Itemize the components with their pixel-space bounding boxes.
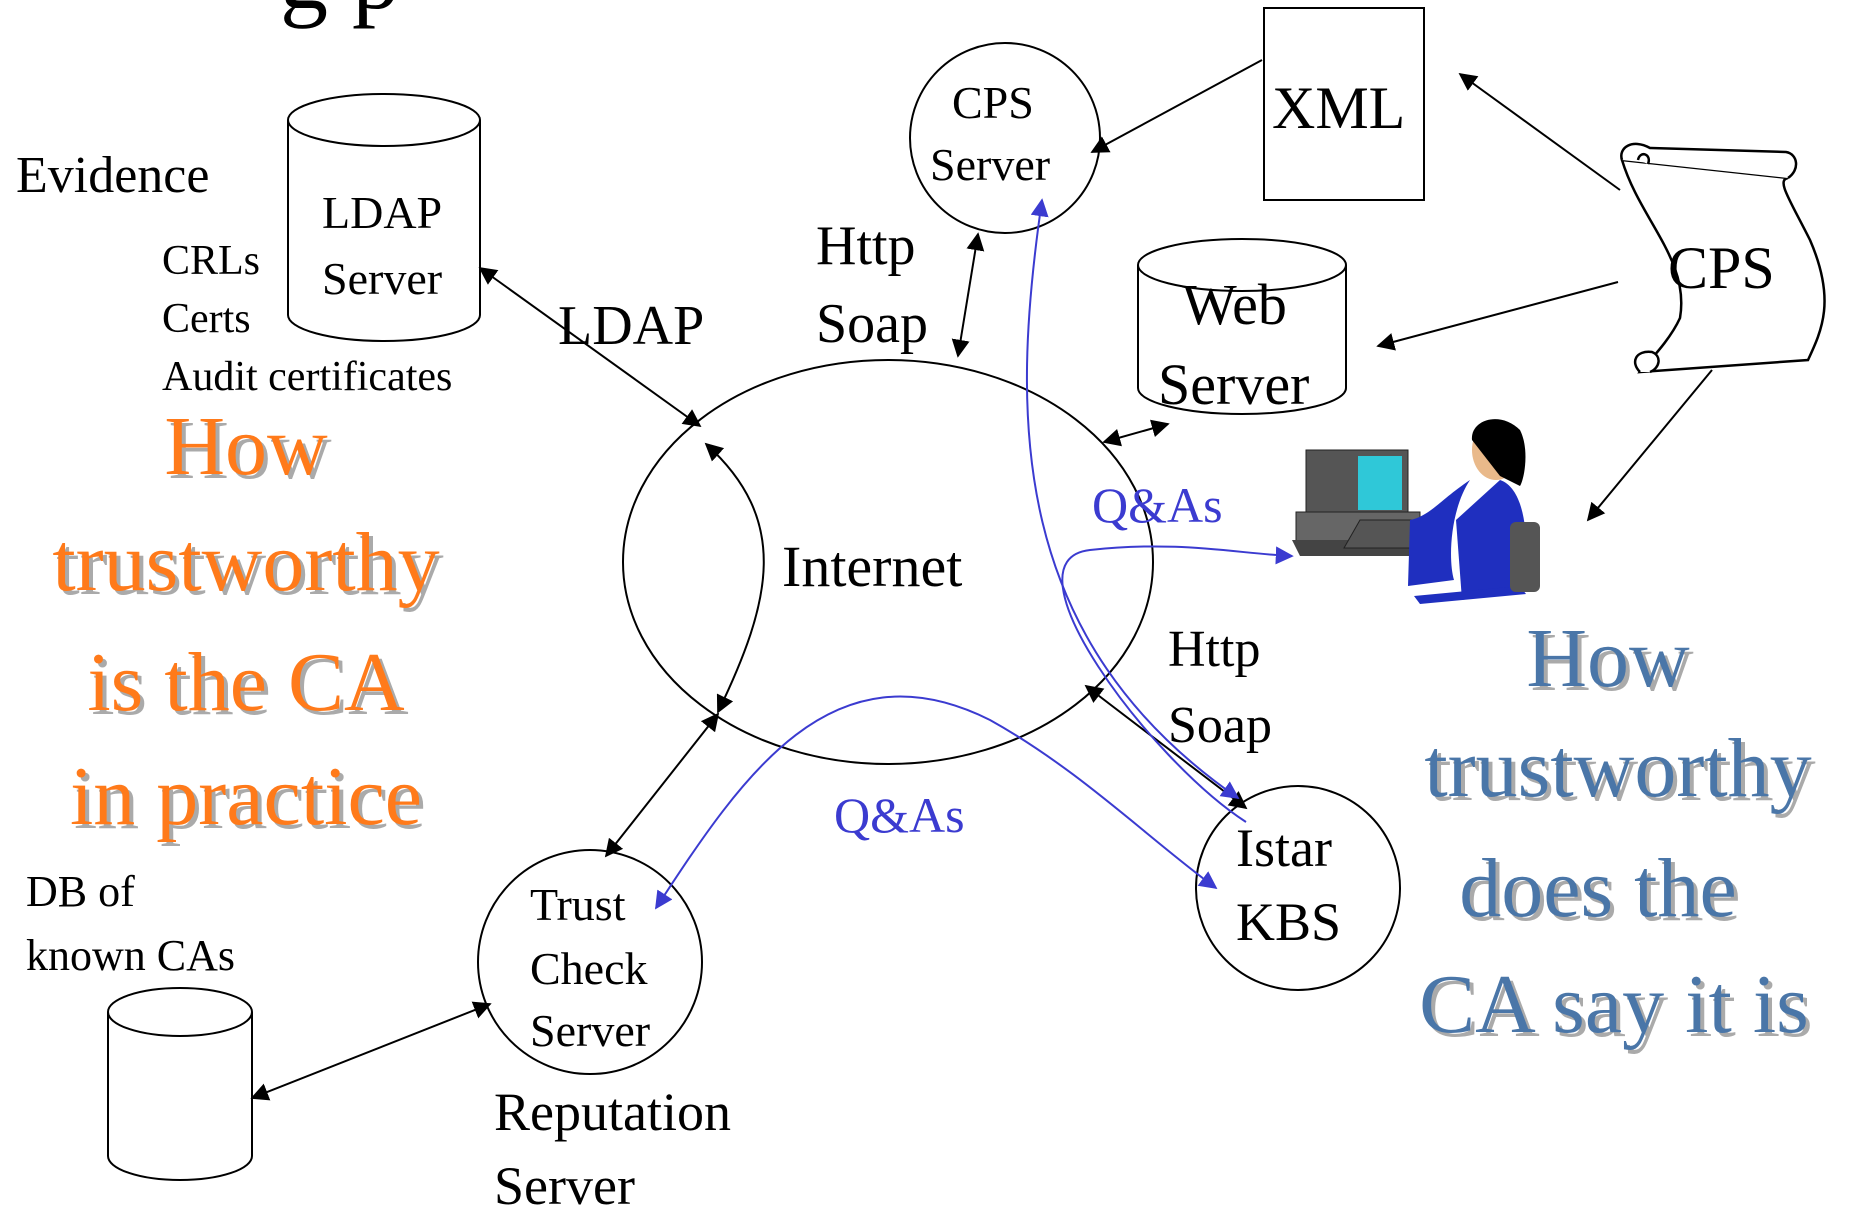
ldap-server-cylinder — [287, 93, 481, 342]
http-right-label: Http — [1168, 621, 1260, 678]
user-workstation-icon — [1292, 419, 1540, 604]
crls-label: CRLs — [162, 238, 260, 284]
ldap-server-label-2: Server — [322, 253, 442, 304]
trust-label: Trust — [530, 879, 626, 930]
check-label: Check — [530, 943, 648, 994]
xml-label: XML — [1272, 75, 1405, 141]
xml-document — [1263, 7, 1425, 201]
left-question-line-1: How — [164, 400, 328, 493]
webserver-internet-arrow — [1102, 419, 1170, 447]
internet-loop-arrow — [704, 442, 765, 714]
audit-certificates-label: Audit certificates — [162, 354, 452, 400]
right-question-line-3: does the — [1459, 842, 1737, 935]
left-question-line-4: in practice — [70, 750, 422, 843]
internet-trustcheck-arrow — [604, 712, 720, 858]
cps-webserver-arrow — [1376, 281, 1619, 351]
qa-bottom-label: Q&As — [834, 787, 965, 843]
internet-label: Internet — [782, 534, 962, 599]
cps-xml-arrow — [1458, 72, 1621, 191]
cps-server-label-2: Server — [930, 139, 1050, 190]
qa-right-label: Q&As — [1092, 477, 1223, 533]
soap-top-label: Soap — [816, 293, 928, 355]
known-cas-db-cylinder — [107, 987, 253, 1181]
svg-text:in practice: in practice — [74, 754, 426, 847]
svg-text:trustworthy: trustworthy — [1428, 726, 1815, 819]
svg-text:is the CA: is the CA — [91, 640, 409, 733]
web-server-label-1: Web — [1182, 272, 1287, 337]
right-question-line-4: CA say it is — [1419, 958, 1809, 1051]
blue-qa-paths — [655, 198, 1294, 910]
title-fragment: g p — [280, 0, 400, 29]
ldap-server-label-1: LDAP — [322, 187, 442, 238]
trust-check-server-node — [477, 849, 703, 1075]
svg-text:How: How — [168, 404, 332, 497]
istar-label: Istar — [1236, 818, 1332, 878]
cps-label: CPS — [1668, 235, 1775, 301]
ldap-protocol-label: LDAP — [558, 295, 704, 357]
reputation-server-label: Server — [494, 1156, 635, 1210]
cps-server-label-1: CPS — [952, 77, 1034, 128]
istar-to-user-path — [1061, 545, 1294, 823]
right-question-line-1: How — [1526, 612, 1690, 705]
cps-server-node — [909, 42, 1101, 234]
istar-kbs-node — [1195, 785, 1401, 991]
certs-label: Certs — [162, 296, 251, 342]
trustcheck-to-istar-path — [655, 695, 1218, 910]
cps-user-arrow — [1586, 369, 1713, 522]
svg-text:does the: does the — [1463, 846, 1741, 939]
cps-scroll — [1620, 142, 1826, 374]
right-question-line-2: trustworthy — [1424, 722, 1811, 815]
cps-server-to-istar-path — [1025, 198, 1240, 800]
right-question: How trustworthy does the CA say it is Ho… — [1419, 612, 1816, 1055]
http-top-label: Http — [816, 215, 916, 277]
svg-text:How: How — [1530, 616, 1694, 709]
web-server-label-2: Server — [1158, 352, 1309, 417]
soap-right-label: Soap — [1168, 697, 1272, 754]
ldap-internet-arrow — [478, 266, 702, 428]
xml-cps-server-arrow — [1090, 59, 1263, 153]
evidence-label: Evidence — [16, 147, 209, 204]
left-question-line-3: is the CA — [87, 636, 405, 729]
db-of-label: DB of — [26, 867, 135, 916]
left-question: How trustworthy is the CA in practice Ho… — [52, 400, 443, 847]
known-cas-label: known CAs — [26, 931, 235, 980]
svg-text:trustworthy: trustworthy — [56, 520, 443, 613]
server-label: Server — [530, 1005, 650, 1056]
db-trustcheck-arrow — [250, 1001, 492, 1101]
svg-text:CA say it is: CA say it is — [1423, 962, 1813, 1055]
reputation-label: Reputation — [494, 1082, 731, 1142]
kbs-label: KBS — [1236, 892, 1341, 952]
left-question-line-2: trustworthy — [52, 516, 439, 609]
cps-server-internet-arrow — [951, 232, 985, 358]
